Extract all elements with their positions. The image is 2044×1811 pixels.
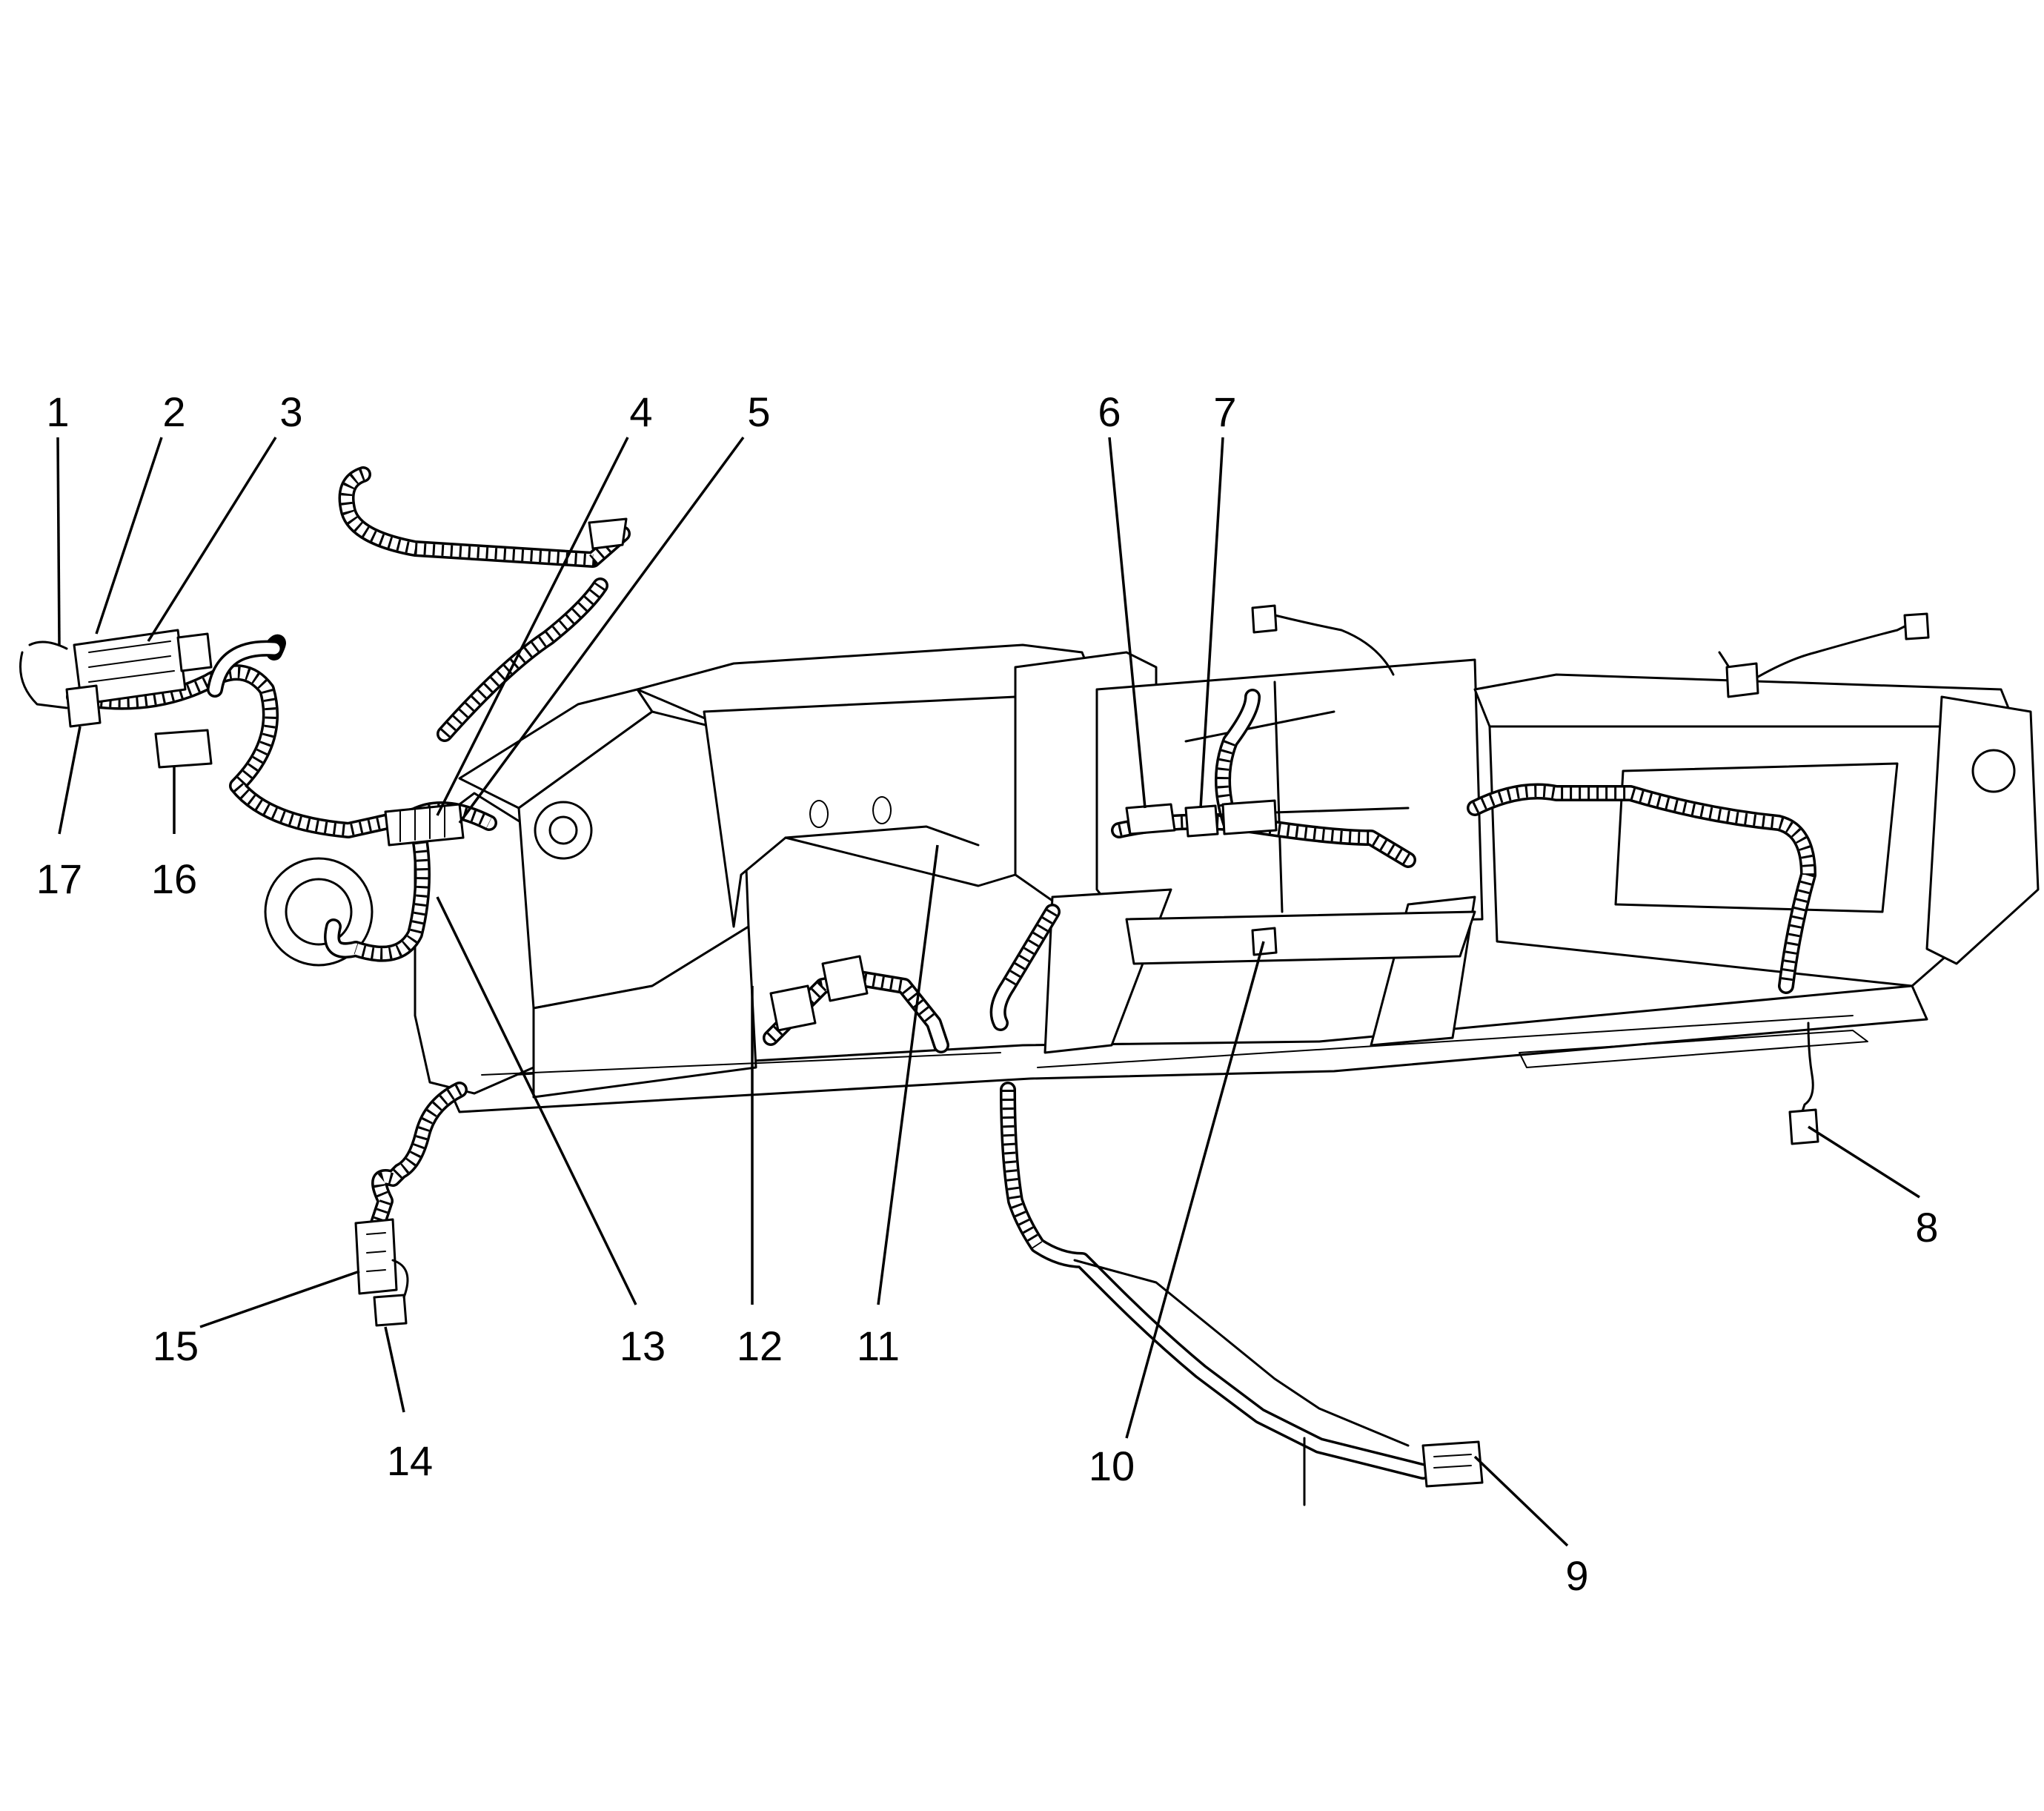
leader-4 xyxy=(436,437,629,816)
leader-14 xyxy=(384,1326,405,1413)
callout-7: 7 xyxy=(1213,388,1236,435)
leader-2 xyxy=(95,437,163,635)
leader-8 xyxy=(1808,1125,1920,1199)
leader-17 xyxy=(58,726,82,835)
leader-7 xyxy=(1199,437,1224,809)
wiring-harness xyxy=(66,466,1921,1506)
callout-13: 13 xyxy=(620,1322,666,1369)
instrument-panel-carrier xyxy=(264,643,2040,1113)
callout-3: 3 xyxy=(279,388,302,435)
callout-11: 11 xyxy=(857,1322,900,1369)
callout-1: 1 xyxy=(46,388,69,435)
callout-9: 9 xyxy=(1565,1552,1588,1599)
callout-15: 15 xyxy=(153,1322,199,1369)
callout-12: 12 xyxy=(737,1322,783,1369)
connectors xyxy=(19,517,1930,1488)
leader-11 xyxy=(877,844,939,1305)
leader-6 xyxy=(1108,437,1147,809)
callout-5: 5 xyxy=(747,388,770,435)
callout-2: 2 xyxy=(162,388,185,435)
callout-10: 10 xyxy=(1089,1443,1135,1489)
leader-1 xyxy=(56,437,61,646)
callout-4: 4 xyxy=(629,388,652,435)
leader-3 xyxy=(147,437,277,642)
leader-lines xyxy=(56,436,1920,1547)
callout-16: 16 xyxy=(151,855,197,902)
leader-5 xyxy=(458,436,745,824)
leader-9 xyxy=(1473,1455,1569,1547)
leader-10 xyxy=(1125,941,1265,1439)
callout-labels: 1 2 3 4 5 6 7 8 9 10 11 12 13 14 15 16 1… xyxy=(36,388,1939,1599)
leader-13 xyxy=(436,896,637,1305)
callout-8: 8 xyxy=(1915,1204,1938,1251)
callout-14: 14 xyxy=(387,1437,433,1484)
leader-15 xyxy=(199,1270,360,1328)
callout-6: 6 xyxy=(1098,388,1121,435)
callout-17: 17 xyxy=(36,855,82,902)
